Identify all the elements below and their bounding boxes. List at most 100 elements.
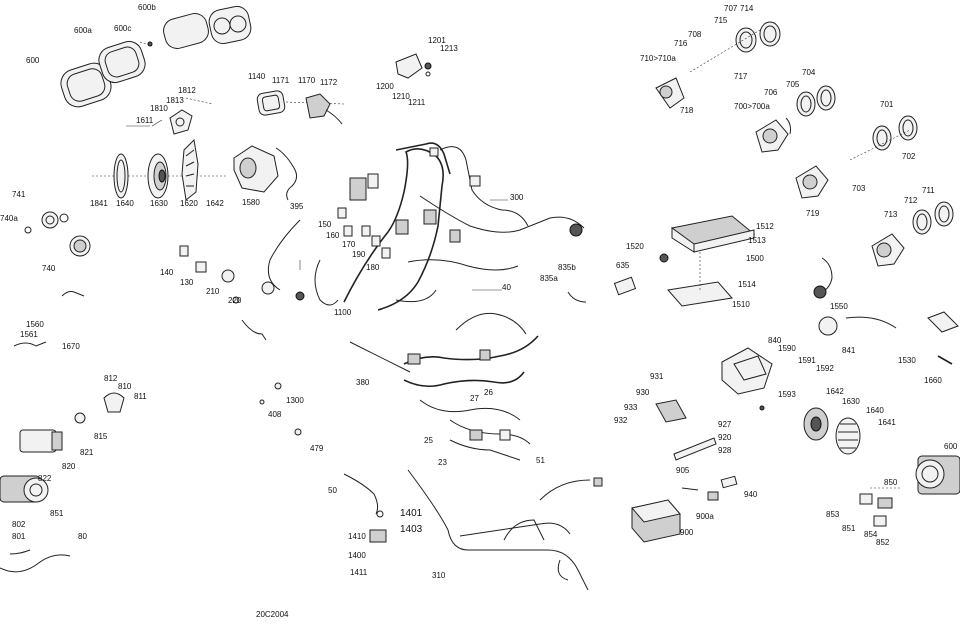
part-label: 1560 bbox=[26, 320, 44, 329]
part-label: 1593 bbox=[778, 390, 796, 399]
bracket-1530 bbox=[927, 311, 959, 333]
part-label: 851 bbox=[842, 524, 856, 533]
part-label: 932 bbox=[614, 416, 628, 425]
part-label: 1642 bbox=[826, 387, 844, 396]
part-label: 210 bbox=[206, 287, 220, 296]
part-label: 1640 bbox=[866, 406, 884, 415]
part-label: 702 bbox=[902, 152, 916, 161]
part-label: 1171 bbox=[272, 76, 290, 85]
part-label: 1641 bbox=[878, 418, 896, 427]
gauge-bezel-600a bbox=[98, 40, 146, 84]
part-label: 1403 bbox=[400, 524, 423, 535]
solenoid-850 bbox=[859, 493, 893, 527]
part-label: 1640 bbox=[116, 199, 134, 208]
part-label: 900 bbox=[680, 528, 694, 537]
part-label: 150 bbox=[318, 220, 332, 229]
part-label: 840 bbox=[768, 336, 782, 345]
light-841 bbox=[818, 316, 838, 336]
part-label: 853 bbox=[826, 510, 840, 519]
part-label: 701 bbox=[880, 100, 894, 109]
part-label: 27 bbox=[470, 394, 479, 403]
enclosure-1580 bbox=[233, 145, 279, 193]
part-label: 1512 bbox=[756, 222, 774, 231]
headlight-700 bbox=[755, 119, 789, 153]
part-label: 1530 bbox=[898, 356, 916, 365]
part-label: 703 bbox=[852, 184, 866, 193]
module-930 bbox=[655, 399, 687, 423]
sensor-635 bbox=[613, 276, 637, 296]
part-label: 822 bbox=[38, 474, 52, 483]
part-label: 718 bbox=[680, 106, 694, 115]
part-label: 1211 bbox=[408, 98, 426, 107]
part-label: 50 bbox=[328, 486, 337, 495]
part-label: 933 bbox=[624, 403, 638, 412]
part-label: 51 bbox=[536, 456, 545, 465]
bracket-1810 bbox=[169, 109, 193, 135]
part-label: 1810 bbox=[150, 104, 168, 113]
headlight-710-lower bbox=[871, 233, 905, 267]
part-label: 408 bbox=[268, 410, 282, 419]
part-label: 1642 bbox=[206, 199, 224, 208]
part-label: 700>700a bbox=[734, 102, 770, 111]
part-label: 712 bbox=[904, 196, 918, 205]
part-label: 1620 bbox=[180, 199, 198, 208]
part-label: 741 bbox=[12, 190, 26, 199]
part-label: 395 bbox=[290, 202, 304, 211]
part-label: 920 bbox=[718, 433, 732, 442]
part-label: 705 bbox=[786, 80, 800, 89]
part-label: 930 bbox=[636, 388, 650, 397]
headlight-710 bbox=[655, 77, 685, 109]
light-740 bbox=[69, 235, 91, 257]
part-label: 26 bbox=[484, 388, 493, 397]
part-label: 1514 bbox=[738, 280, 756, 289]
wiring-harness-310 bbox=[407, 469, 603, 591]
part-label: 1172 bbox=[320, 78, 338, 87]
cable-395 bbox=[275, 147, 298, 201]
battery-900 bbox=[631, 499, 681, 543]
part-label: 802 bbox=[12, 520, 26, 529]
bezel-1140 bbox=[256, 90, 286, 116]
wiring-harness-380 bbox=[349, 312, 539, 461]
part-label: 1500 bbox=[746, 254, 764, 263]
part-label: 1201 bbox=[428, 36, 446, 45]
part-label: 928 bbox=[718, 446, 732, 455]
sensor-1400 bbox=[369, 510, 387, 543]
winch-851 bbox=[0, 475, 49, 503]
part-label: 1100 bbox=[334, 308, 352, 317]
part-label: 380 bbox=[356, 378, 370, 387]
part-label: 220 bbox=[228, 296, 242, 305]
part-label: 801 bbox=[12, 532, 26, 541]
part-label: 600 bbox=[944, 442, 958, 451]
part-label: 300 bbox=[510, 193, 524, 202]
light-741 bbox=[24, 211, 69, 234]
part-label: 170 bbox=[342, 240, 356, 249]
part-label: 1411 bbox=[350, 568, 368, 577]
part-label: 600c bbox=[114, 24, 132, 33]
speaker-1630-right bbox=[803, 407, 829, 441]
clips-130-220 bbox=[179, 245, 275, 304]
part-label: 905 bbox=[676, 466, 690, 475]
part-label: 1213 bbox=[440, 44, 458, 53]
part-label: 713 bbox=[884, 210, 898, 219]
part-label: 707 bbox=[724, 4, 738, 13]
part-label: 740 bbox=[42, 264, 56, 273]
part-label: 841 bbox=[842, 346, 856, 355]
gauge-600b bbox=[163, 5, 252, 49]
part-label: 1300 bbox=[286, 396, 304, 405]
module-1500 bbox=[670, 215, 756, 253]
part-label: 80 bbox=[78, 532, 87, 541]
part-label: 23 bbox=[438, 458, 447, 467]
part-label: 1561 bbox=[20, 330, 38, 339]
part-label: 1520 bbox=[626, 242, 644, 251]
part-label: 719 bbox=[806, 209, 820, 218]
part-label: 1670 bbox=[62, 342, 80, 351]
headlight-700-lower bbox=[795, 165, 829, 199]
part-label: 25 bbox=[424, 436, 433, 445]
part-label: 140 bbox=[160, 268, 174, 277]
part-label: 1513 bbox=[748, 236, 766, 245]
part-label: 815 bbox=[94, 432, 108, 441]
part-label: 1812 bbox=[178, 86, 196, 95]
sensor-1550 bbox=[813, 257, 833, 299]
part-label: 835b bbox=[558, 263, 576, 272]
part-label: 931 bbox=[650, 372, 664, 381]
